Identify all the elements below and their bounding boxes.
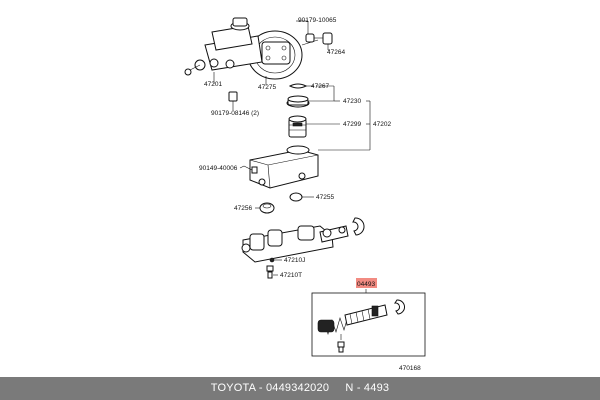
nut-90179-08146 (228, 91, 238, 108)
label-47264[interactable]: 47264 (327, 49, 345, 56)
reservoir-tank (249, 145, 319, 189)
repair-kit-box (311, 289, 426, 357)
label-47255[interactable]: 47255 (316, 194, 334, 201)
label-90149-40006[interactable]: 90149-40006 (199, 165, 238, 172)
screw-90149-40006 (243, 165, 258, 174)
small-parts-47210 (266, 257, 275, 279)
kit-piston (344, 304, 388, 326)
part-number-highlight (356, 278, 377, 288)
clevis-parts (305, 32, 333, 50)
master-cylinder-body (241, 217, 365, 263)
brake-booster-assembly (184, 17, 319, 80)
label-47210T[interactable]: 47210T (280, 272, 302, 279)
label-47275[interactable]: 47275 (258, 84, 276, 91)
footer-text: TOYOTA - 0449342020 N - 4493 (210, 382, 390, 394)
kit-spring (317, 315, 349, 336)
grommets (259, 192, 303, 214)
label-47230[interactable]: 47230 (343, 98, 361, 105)
label-47267[interactable]: 47267 (311, 83, 329, 90)
label-47210J[interactable]: 47210J (284, 257, 305, 264)
part-labels: 90179-10065 47264 47201 47275 47267 4723… (199, 17, 421, 372)
label-90179-08146[interactable]: 90179-08146 (2) (211, 110, 259, 117)
footer-bar: TOYOTA - 0449342020 N - 4493 (0, 377, 600, 400)
label-90179-10065[interactable]: 90179-10065 (298, 17, 337, 24)
label-470168: 470168 (399, 365, 421, 372)
label-47256[interactable]: 47256 (234, 205, 252, 212)
parts-diagram: 90179-10065 47264 47201 47275 47267 4723… (184, 17, 426, 372)
label-47201[interactable]: 47201 (204, 81, 222, 88)
label-04493[interactable]: 04493 (357, 281, 375, 288)
label-47299[interactable]: 47299 (343, 121, 361, 128)
reservoir-cap-parts (286, 83, 310, 138)
leader-lines (213, 20, 371, 276)
label-47202[interactable]: 47202 (373, 121, 391, 128)
